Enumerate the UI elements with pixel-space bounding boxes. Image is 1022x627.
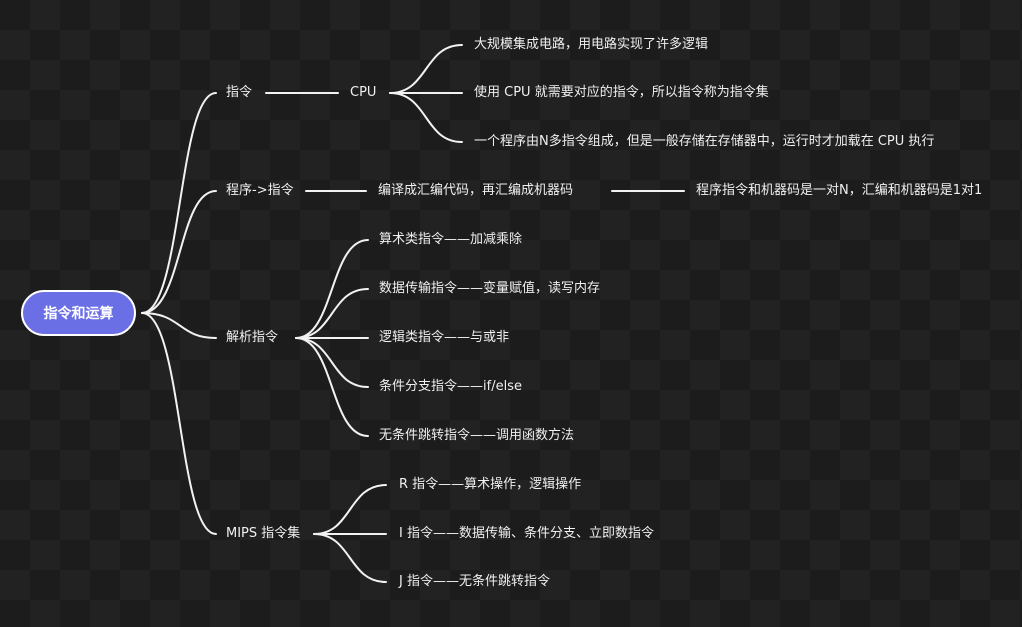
connector-root-parse xyxy=(141,312,217,339)
parse-child-data-transfer[interactable]: 数据传输指令——变量赋值，读写内存 xyxy=(379,281,601,296)
connector-cpu-child-1 xyxy=(389,44,463,94)
branch-parse[interactable]: 解析指令 xyxy=(226,330,279,345)
connector-parse-child-2 xyxy=(295,288,369,339)
cpu-child-2[interactable]: 使用 CPU 就需要对应的指令，所以指令称为指令集 xyxy=(474,85,769,100)
program-result[interactable]: 程序指令和机器码是一对N，汇编和机器码是1对1 xyxy=(696,183,983,198)
connector-root-instruction xyxy=(141,92,217,314)
parse-child-branch[interactable]: 条件分支指令——if/else xyxy=(379,379,522,394)
connector-mips-child-1 xyxy=(313,484,387,535)
parse-child-logic[interactable]: 逻辑类指令——与或非 xyxy=(379,330,510,345)
connector-parse-child-1 xyxy=(295,239,369,339)
cpu-child-3[interactable]: 一个程序由N多指令组成，但是一般存储在存储器中，运行时才加载在 CPU 执行 xyxy=(474,134,935,149)
cpu-child-1[interactable]: 大规模集成电路，用电路实现了许多逻辑 xyxy=(474,37,709,52)
connector-cpu-child-3 xyxy=(389,92,463,143)
connector-root-program xyxy=(141,190,217,314)
branch-program[interactable]: 程序->指令 xyxy=(226,183,294,198)
branch-instruction[interactable]: 指令 xyxy=(226,85,253,100)
mips-child-r[interactable]: R 指令——算术操作，逻辑操作 xyxy=(399,477,582,492)
parse-child-arithmetic[interactable]: 算术类指令——加减乘除 xyxy=(379,232,523,247)
root-node[interactable]: 指令和运算 xyxy=(21,290,136,336)
connector-parse-child-4 xyxy=(295,337,369,388)
connector-mips-child-3 xyxy=(313,533,387,583)
mips-child-i[interactable]: I 指令——数据传输、条件分支、立即数指令 xyxy=(399,526,654,541)
connector-root-mips xyxy=(141,312,217,535)
mips-child-j[interactable]: J 指令——无条件跳转指令 xyxy=(399,574,550,589)
connector-parse-child-5 xyxy=(295,337,369,437)
branch-mips[interactable]: MIPS 指令集 xyxy=(226,526,301,541)
node-cpu[interactable]: CPU xyxy=(350,85,377,100)
parse-child-jump[interactable]: 无条件跳转指令——调用函数方法 xyxy=(379,428,575,443)
program-step[interactable]: 编译成汇编代码，再汇编成机器码 xyxy=(378,183,574,198)
